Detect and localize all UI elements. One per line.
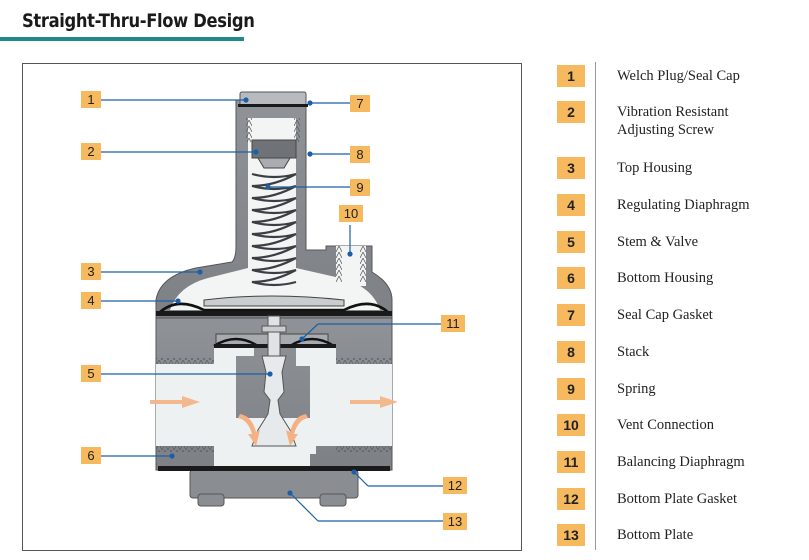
- page-title: Straight-Thru-Flow Design: [22, 10, 255, 32]
- legend-item: 2 Vibration Resistant Adjusting Screw: [557, 101, 807, 138]
- callout-box-8: [350, 146, 370, 163]
- callout-box-2: [81, 143, 101, 160]
- callout-box-10: [339, 205, 363, 222]
- callout-box-5: [81, 365, 101, 382]
- legend-item: 13 Bottom Plate: [557, 524, 807, 554]
- legend-label: Balancing Diaphragm: [617, 454, 745, 470]
- legend-item: 3 Top Housing: [557, 157, 807, 187]
- callout-box-4: [81, 292, 101, 309]
- legend-item: 4 Regulating Diaphragm: [557, 194, 807, 224]
- legend-number: 3: [557, 157, 585, 179]
- bottom-housing: [155, 317, 393, 471]
- callout-13: 13: [448, 514, 462, 529]
- flow-arrows: [150, 396, 398, 446]
- legend-item: 11 Balancing Diaphragm: [557, 451, 807, 481]
- legend-label: Spring: [617, 381, 656, 397]
- callout-4: 4: [87, 293, 94, 308]
- legend-item: 6 Bottom Housing: [557, 267, 807, 297]
- legend-label: Vibration Resistant Adjusting Screw: [617, 104, 729, 138]
- legend-number: 2: [557, 101, 585, 123]
- callout-box-12: [443, 477, 467, 494]
- legend-number: 5: [557, 231, 585, 253]
- legend-label: Stem & Valve: [617, 234, 699, 250]
- legend-label: Bottom Housing: [617, 270, 714, 286]
- legend-number: 8: [557, 341, 585, 363]
- legend-number: 12: [557, 488, 585, 510]
- spring: [251, 172, 297, 287]
- legend-label: Bottom Plate: [617, 527, 694, 543]
- legend-label: Stack: [617, 344, 650, 360]
- legend-item: 8 Stack: [557, 341, 807, 371]
- callout-box-1: [81, 91, 101, 108]
- callout-box-3: [81, 263, 101, 280]
- callout-box-9: [350, 179, 370, 196]
- stem-and-valve: [213, 315, 336, 447]
- legend-item: 5 Stem & Valve: [557, 231, 807, 261]
- welch-plug: [238, 91, 308, 107]
- legend-divider: [595, 62, 596, 550]
- legend-item: 1 Welch Plug/Seal Cap: [557, 65, 807, 95]
- callout-2: 2: [87, 144, 94, 159]
- legend-label: Seal Cap Gasket: [617, 307, 713, 323]
- callout-7: 7: [356, 96, 363, 111]
- callout-leaders: [98, 99, 443, 522]
- callout-box-7: [350, 95, 370, 112]
- legend-item: 7 Seal Cap Gasket: [557, 304, 807, 334]
- callout-9: 9: [356, 180, 363, 195]
- callout-box-11: [441, 315, 465, 332]
- adjusting-screw: [251, 139, 297, 169]
- legend-number: 9: [557, 378, 585, 400]
- callout-10: 10: [344, 206, 358, 221]
- callout-box-13: [443, 513, 467, 530]
- legend-label: Regulating Diaphragm: [617, 197, 750, 213]
- legend-label: Vent Connection: [617, 417, 715, 433]
- legend-number: 7: [557, 304, 585, 326]
- legend-label: Top Housing: [617, 160, 693, 176]
- callout-11: 11: [446, 316, 460, 331]
- legend-item: 9 Spring: [557, 378, 807, 408]
- legend-number: 11: [557, 451, 585, 473]
- callout-5: 5: [87, 366, 94, 381]
- callout-12: 12: [448, 478, 462, 493]
- callout-1: 1: [87, 92, 94, 107]
- legend-label: Bottom Plate Gasket: [617, 491, 738, 507]
- legend-number: 10: [557, 414, 585, 436]
- callout-8: 8: [356, 147, 363, 162]
- legend-item: 12 Bottom Plate Gasket: [557, 488, 807, 518]
- callout-3: 3: [87, 264, 94, 279]
- callout-dots: [169, 97, 357, 496]
- legend-label: Welch Plug/Seal Cap: [617, 68, 740, 84]
- legend-number: 6: [557, 267, 585, 289]
- legend-number: 1: [557, 65, 585, 87]
- title-underline: [0, 37, 244, 41]
- callout-box-6: [81, 447, 101, 464]
- bottom-plate: [158, 466, 390, 507]
- legend-number: 4: [557, 194, 585, 216]
- callout-6: 6: [87, 448, 94, 463]
- callout-boxes: 1 2 3 4 5 6 7 8 9 10 11 12 13: [81, 91, 467, 530]
- regulating-diaphragm: [156, 295, 392, 316]
- legend-item: 10 Vent Connection: [557, 414, 807, 444]
- legend-number: 13: [557, 524, 585, 546]
